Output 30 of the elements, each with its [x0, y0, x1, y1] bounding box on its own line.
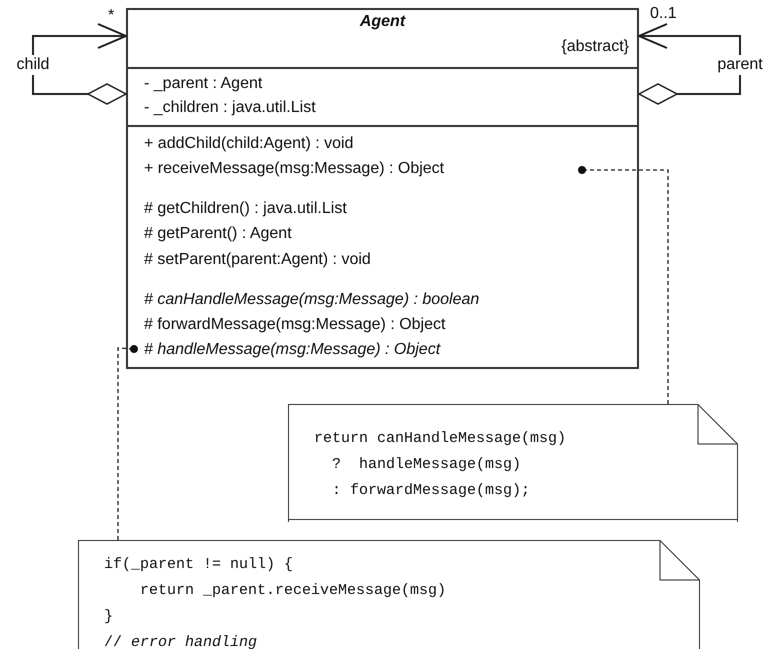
attribute-text: - _parent : Agent — [144, 74, 262, 94]
note-link — [117, 345, 138, 540]
class-box — [126, 8, 639, 369]
attribute-text: - _children : java.util.List — [144, 98, 316, 118]
association-arrow — [32, 23, 127, 105]
class-name: Agent — [358, 12, 407, 32]
method-text: # getChildren() : java.util.List — [144, 199, 347, 219]
note-box — [78, 540, 700, 649]
code-line: if(_parent != null) { — [104, 555, 294, 575]
note-box — [288, 404, 738, 520]
code-line: return _parent.receiveMessage(msg) — [139, 581, 446, 601]
method-text: + receiveMessage(msg:Message) : Object — [144, 159, 444, 179]
code-line: // error handling — [104, 633, 258, 649]
method-text: # forwardMessage(msg:Message) : Object — [144, 315, 446, 335]
note-link — [578, 166, 669, 404]
method-text: # canHandleMessage(msg:Message) : boolean — [144, 290, 480, 310]
multiplicity-label: * — [108, 6, 114, 26]
method-text: # setParent(parent:Agent) : void — [144, 250, 371, 270]
code-line: ? handleMessage(msg) — [331, 455, 522, 475]
method-text: # handleMessage(msg:Message) : Object — [144, 340, 440, 360]
association-arrow — [638, 23, 741, 105]
multiplicity-label: 0..1 — [650, 4, 677, 24]
role-label: child — [14, 55, 52, 75]
stereotype-text: {abstract} — [561, 37, 629, 57]
method-text: # getParent() : Agent — [144, 224, 292, 244]
method-text: + addChild(child:Agent) : void — [144, 134, 354, 154]
role-label: parent — [715, 55, 765, 75]
code-line: : forwardMessage(msg); — [331, 481, 530, 501]
code-line: } — [104, 607, 114, 627]
code-line: return canHandleMessage(msg) — [314, 429, 566, 449]
